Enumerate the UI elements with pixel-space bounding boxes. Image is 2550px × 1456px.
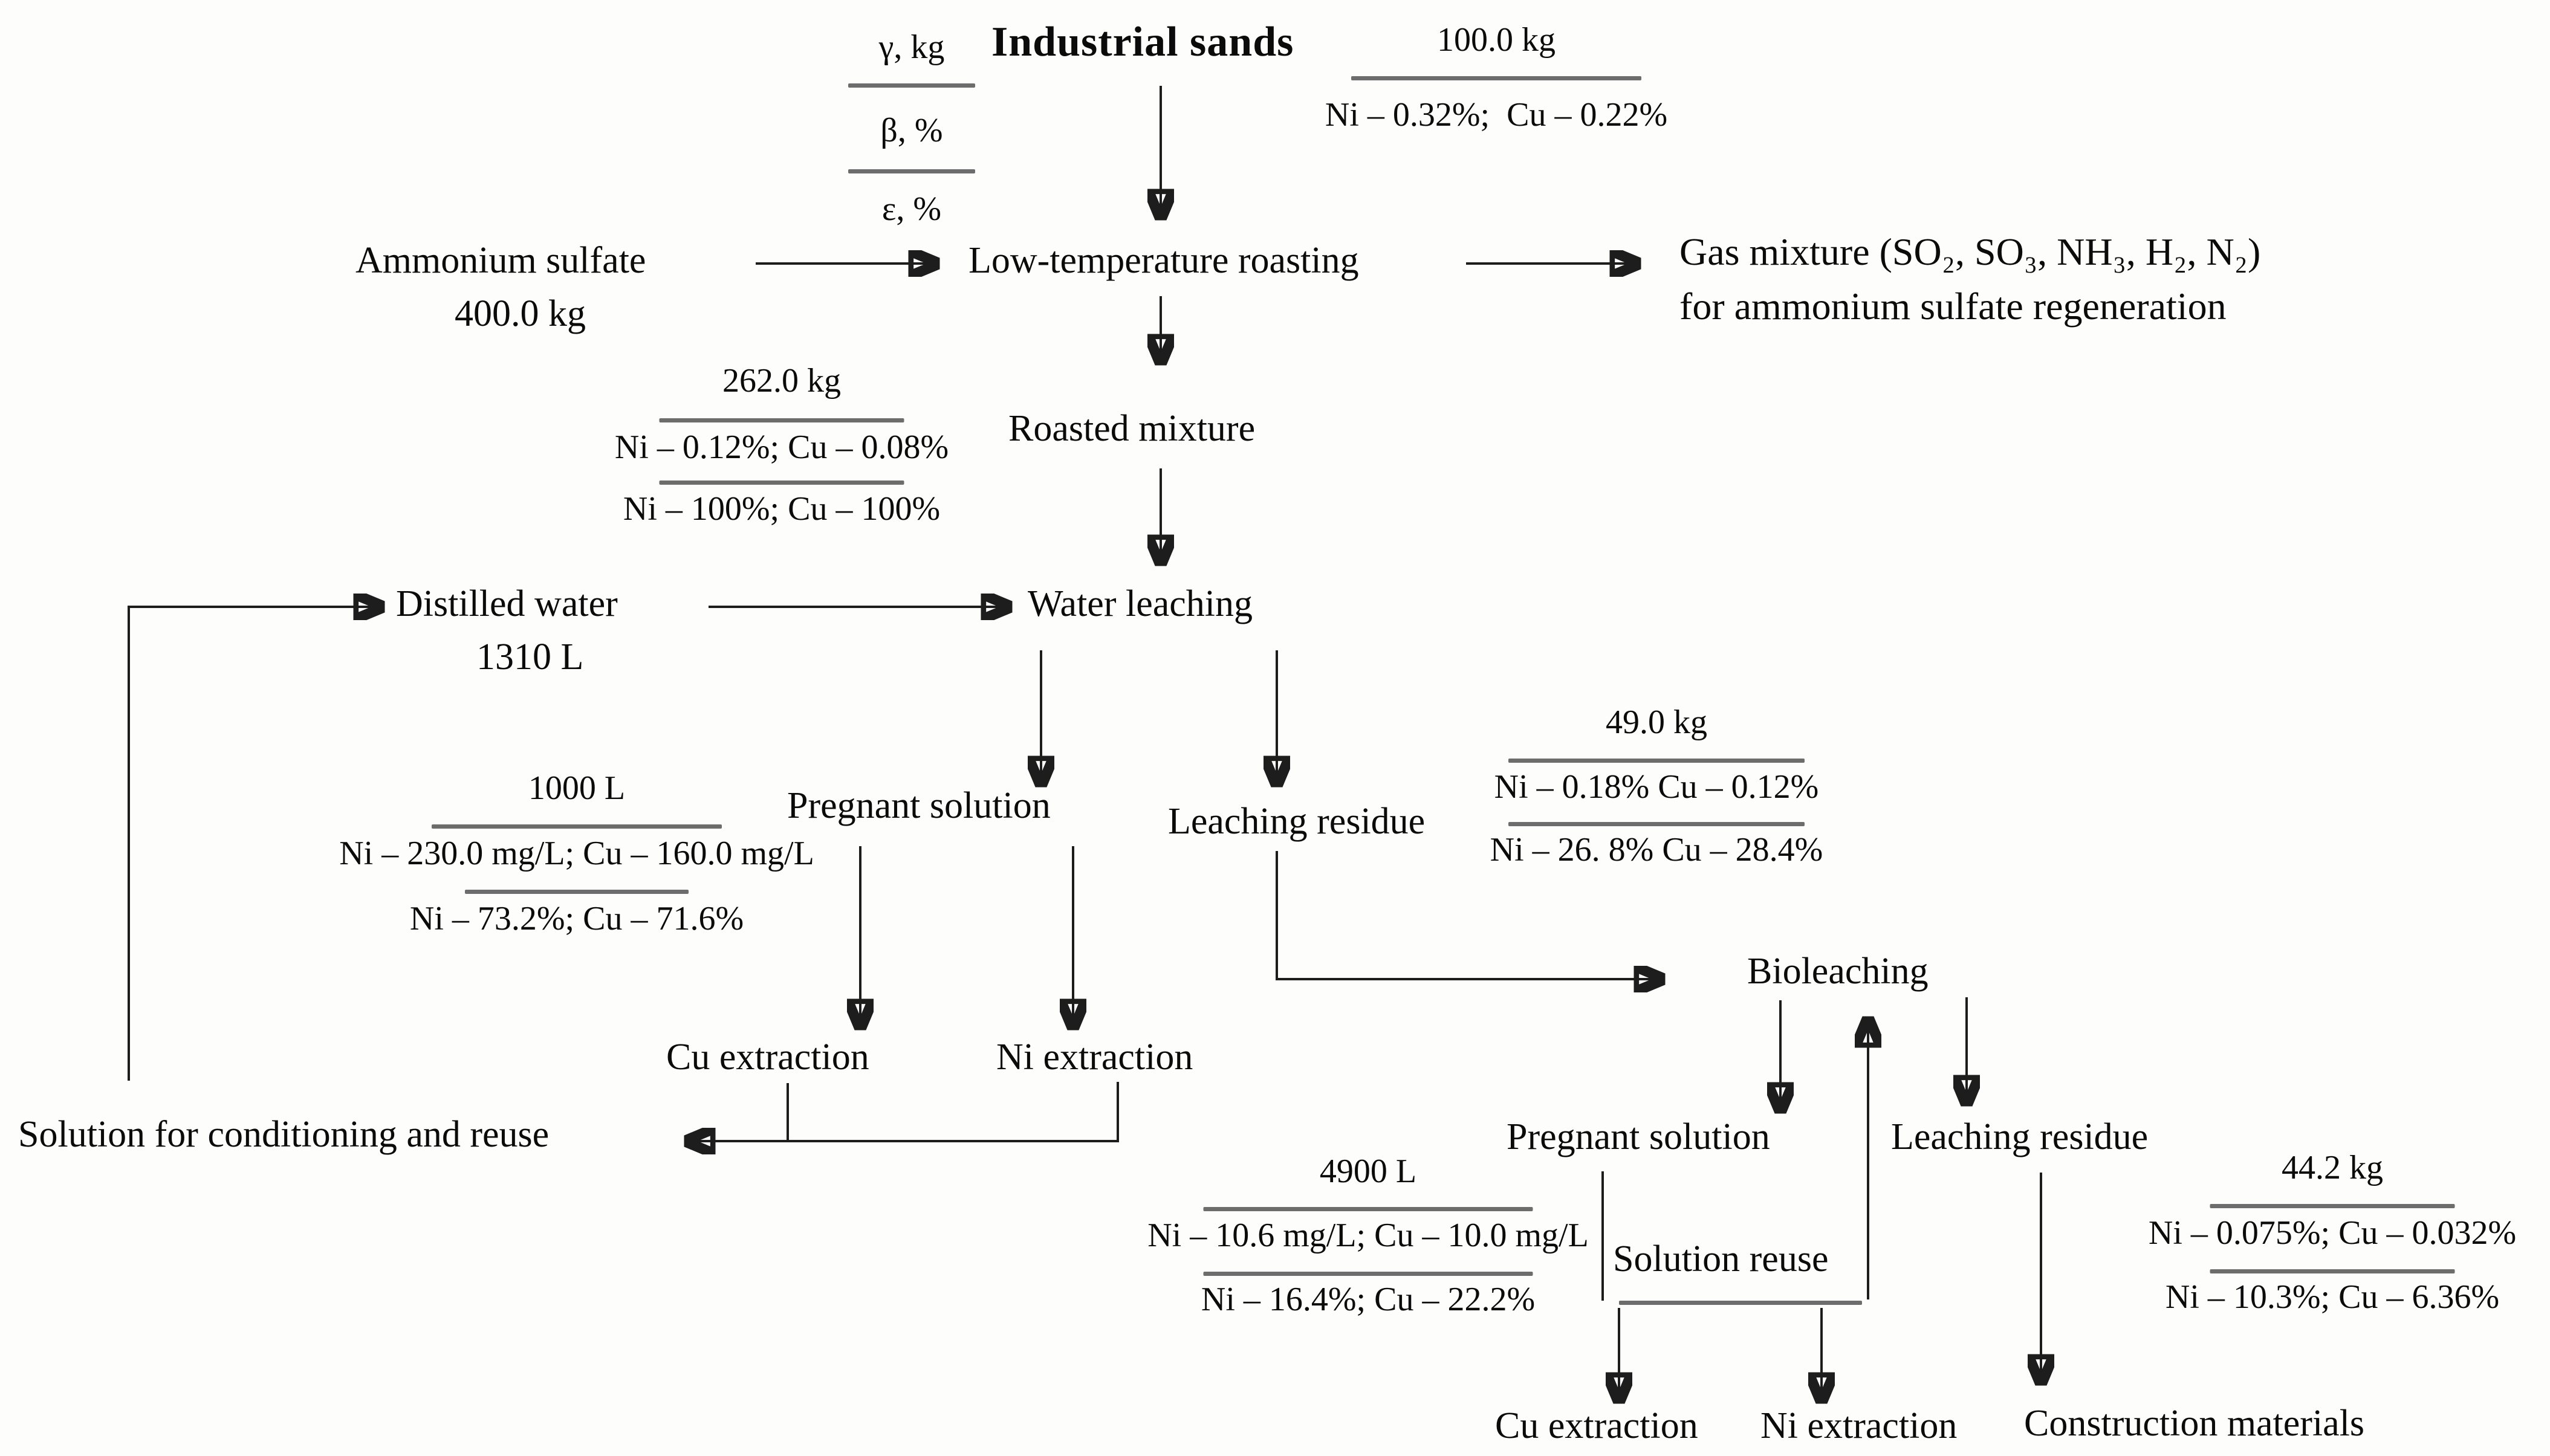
node-industrial-sands: Industrial sands <box>991 19 1294 65</box>
legend-epsilon-pct: ε, % <box>881 190 942 228</box>
ammonium-sulfate-amount: 400.0 kg <box>455 293 586 334</box>
pregnant-solution-2-recovery: Ni – 16.4%; Cu – 22.2% <box>1201 1281 1536 1318</box>
roasted-mixture-divider-1 <box>659 418 904 422</box>
distilled-water-amount: 1310 L <box>476 636 584 678</box>
arrow-conditioning-solution-to-distilled-water <box>128 607 381 1081</box>
pregnant-solution-2-divider-1 <box>1203 1207 1533 1211</box>
node-pregnant-solution-1: Pregnant solution <box>787 785 1051 826</box>
node-leaching-residue-2: Leaching residue <box>1891 1116 2149 1157</box>
roasted-mixture-amount: 262.0 kg <box>722 362 841 400</box>
node-gas-mixture-line2: for ammonium sulfate regeneration <box>1679 285 2227 328</box>
node-solution-reuse: Solution reuse <box>1613 1238 1829 1280</box>
node-cu-extraction-2: Cu extraction <box>1495 1405 1698 1446</box>
node-ammonium-sulfate: Ammonium sulfate <box>355 240 646 281</box>
leaching-residue-1-divider-1 <box>1508 759 1805 763</box>
leaching-residue-1-grades: Ni – 0.18% Cu – 0.12% <box>1494 768 1819 806</box>
pregnant-solution-1-divider-1 <box>432 824 722 829</box>
node-bioleaching: Bioleaching <box>1747 951 1929 992</box>
leaching-residue-2-grades: Ni – 0.075%; Cu – 0.032% <box>2148 1214 2517 1252</box>
pregnant-solution-1-amount: 1000 L <box>528 769 626 807</box>
leaching-residue-2-divider-2 <box>2210 1269 2455 1273</box>
node-distilled-water: Distilled water <box>396 583 618 624</box>
node-leaching-residue-1: Leaching residue <box>1168 801 1426 842</box>
legend-gamma-kg: γ, kg <box>878 28 945 66</box>
legend-divider-2 <box>848 169 975 173</box>
roasted-mixture-grades: Ni – 0.12%; Cu – 0.08% <box>614 429 949 466</box>
arrow-extractions-to-conditioning-solution <box>688 1082 1119 1141</box>
legend-beta-pct: β, % <box>880 112 943 149</box>
node-ni-extraction-2: Ni extraction <box>1760 1405 1958 1446</box>
industrial-sands-grades: Ni – 0.32%; Cu – 0.22% <box>1325 96 1668 134</box>
node-roasted-mixture: Roasted mixture <box>1008 408 1256 449</box>
node-cu-extraction-1: Cu extraction <box>666 1037 869 1078</box>
node-water-leaching: Water leaching <box>1028 583 1253 624</box>
leaching-residue-2-recovery: Ni – 10.3%; Cu – 6.36% <box>2165 1278 2500 1316</box>
solution-reuse-underline <box>1619 1301 1862 1305</box>
pregnant-solution-1-divider-2 <box>465 890 689 894</box>
legend-divider-1 <box>848 83 975 88</box>
industrial-sands-amount: 100.0 kg <box>1437 21 1556 59</box>
pregnant-solution-2-grades: Ni – 10.6 mg/L; Cu – 10.0 mg/L <box>1147 1217 1589 1254</box>
node-pregnant-solution-2: Pregnant solution <box>1507 1116 1770 1157</box>
industrial-sands-divider <box>1351 76 1641 80</box>
pregnant-solution-1-recovery: Ni – 73.2%; Cu – 71.6% <box>409 900 744 937</box>
leaching-residue-2-amount: 44.2 kg <box>2282 1149 2383 1186</box>
node-gas-mixture-line1: Gas mixture (SO₂, SO₃, NH₃, H₂, N₂) <box>1679 230 2261 273</box>
roasted-mixture-recovery: Ni – 100%; Cu – 100% <box>623 490 941 528</box>
arrow-leaching-residue-1-to-bioleaching <box>1276 851 1661 979</box>
pregnant-solution-1-grades: Ni – 230.0 mg/L; Cu – 160.0 mg/L <box>339 835 814 872</box>
node-construction-materials: Construction materials <box>2024 1403 2365 1444</box>
roasted-mixture-divider-2 <box>659 480 904 485</box>
node-ni-extraction-1: Ni extraction <box>996 1037 1193 1078</box>
leaching-residue-2-divider-1 <box>2210 1204 2455 1208</box>
node-low-temperature-roasting: Low-temperature roasting <box>968 240 1359 281</box>
node-solution-for-conditioning: Solution for conditioning and reuse <box>18 1114 550 1155</box>
leaching-residue-1-amount: 49.0 kg <box>1606 704 1707 741</box>
leaching-residue-1-recovery: Ni – 26. 8% Cu – 28.4% <box>1490 831 1823 869</box>
pregnant-solution-2-amount: 4900 L <box>1319 1153 1417 1190</box>
pregnant-solution-2-divider-2 <box>1203 1272 1533 1276</box>
leaching-residue-1-divider-2 <box>1508 822 1805 826</box>
